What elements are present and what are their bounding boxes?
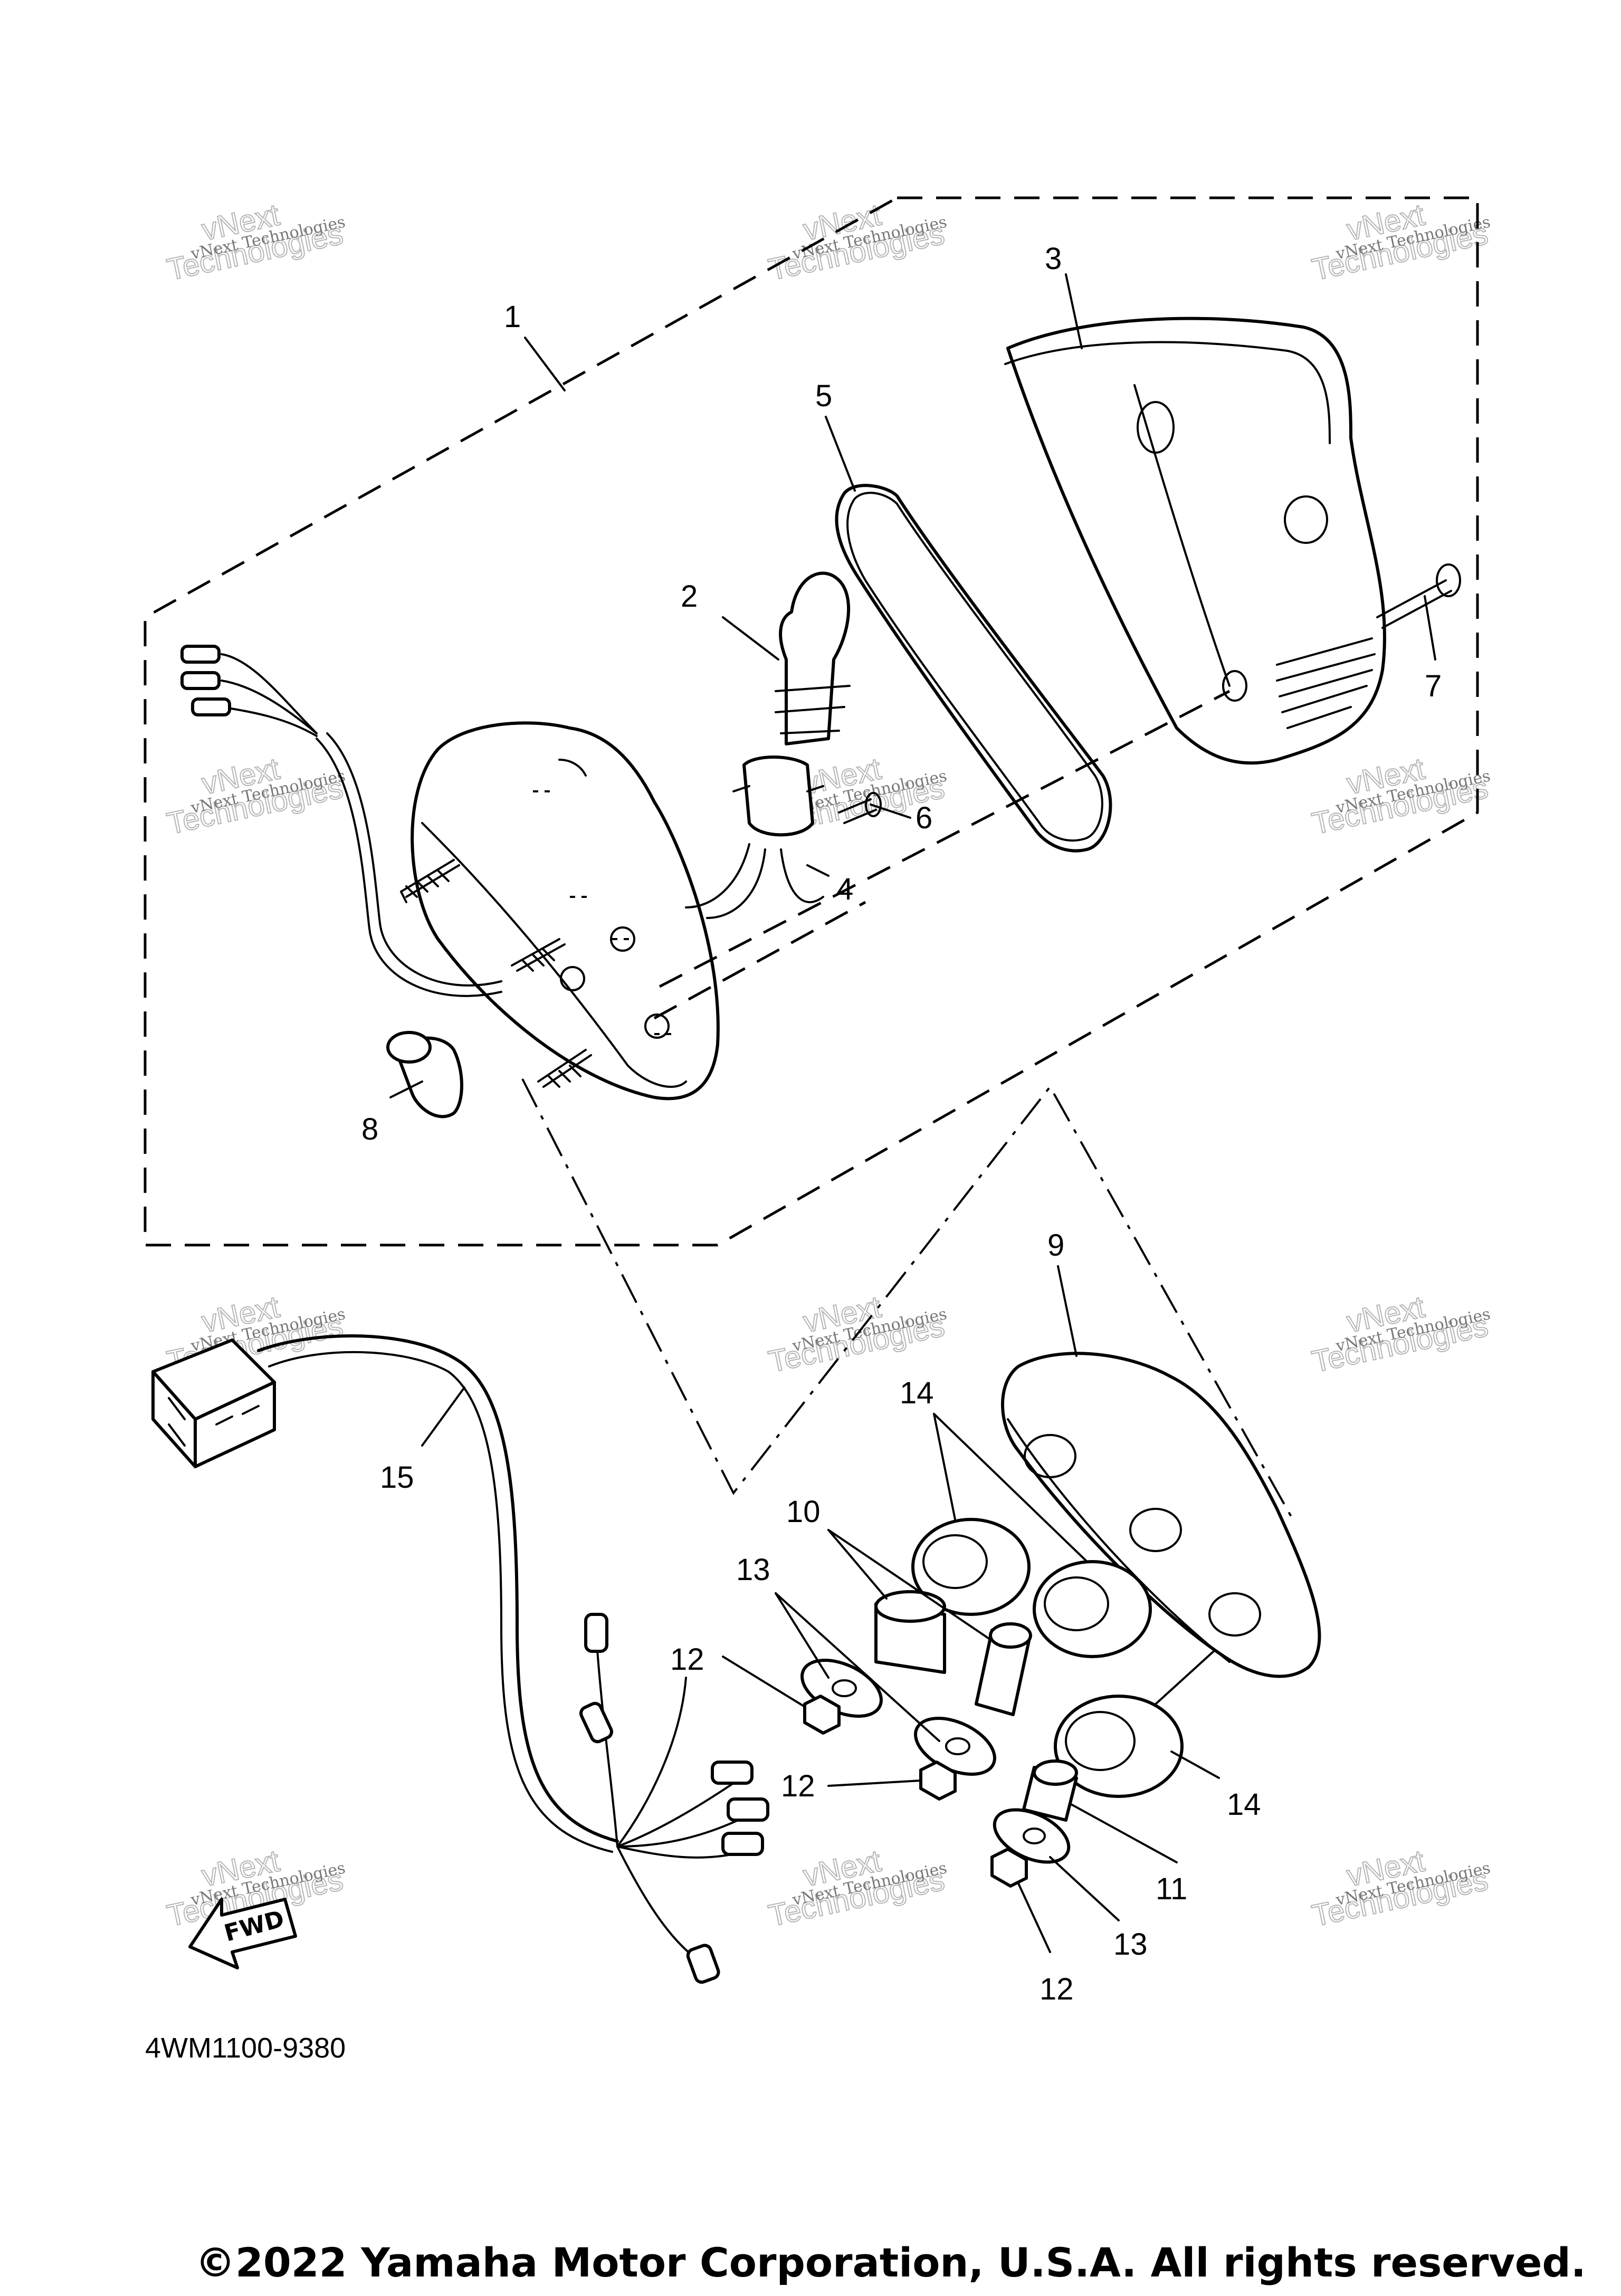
nut-part	[990, 1848, 1028, 1888]
gasket-inner	[846, 492, 1103, 842]
connector-part	[151, 1338, 276, 1468]
socket-part	[685, 755, 824, 919]
screw-part-6	[838, 792, 882, 824]
grommet-part	[386, 1031, 463, 1118]
watermark: Technologies vNext vNext Technologies	[1309, 197, 1492, 288]
callout-9: 9	[1047, 1228, 1064, 1262]
callout-10: 10	[786, 1495, 821, 1529]
watermark: Technologies vNext vNext Technologies	[1309, 1289, 1492, 1380]
assembly-boundary	[144, 196, 1479, 1247]
washer-part	[914, 1717, 996, 1776]
callouts: 1 2 3 4 5 6 7 8 9 10 11 12 12 12 13 13 1…	[361, 242, 1442, 2006]
lower-harness-part	[257, 1334, 769, 1984]
bushing-part	[1054, 1695, 1184, 1798]
watermark: Technologies vNext vNext Technologies	[765, 1843, 949, 1934]
housing-studs	[400, 859, 592, 1088]
callout-14-a: 14	[900, 1376, 934, 1410]
diagram-code: 4WM1100-9380	[145, 2032, 346, 2064]
bushing-part	[911, 1518, 1031, 1616]
watermark: Technologies vNext vNext Technologies	[164, 197, 347, 288]
copyright-notice: ©2022 Yamaha Motor Corporation, U.S.A. A…	[195, 2239, 1586, 2286]
callout-15: 15	[380, 1460, 414, 1495]
callout-11: 11	[1156, 1872, 1187, 1906]
gasket-part	[835, 484, 1112, 853]
base-part	[1001, 1352, 1321, 1678]
callout-7: 7	[1425, 669, 1442, 703]
callout-3: 3	[1045, 242, 1062, 276]
lens-guide-line	[653, 690, 1231, 1020]
callout-4: 4	[836, 872, 853, 906]
callout-6: 6	[916, 801, 932, 835]
watermark: Technologies vNext vNext Technologies	[164, 751, 347, 841]
callout-13-b: 13	[1113, 1927, 1148, 1962]
callout-12-a: 12	[670, 1642, 704, 1677]
assembly-guide-line	[521, 1078, 1294, 1520]
watermark: Technologies vNext vNext Technologies	[1309, 1843, 1492, 1934]
nut-part	[803, 1695, 841, 1735]
callout-5: 5	[815, 379, 832, 413]
bushing-part	[1033, 1560, 1152, 1658]
callout-2: 2	[681, 579, 698, 614]
housing-harness	[180, 645, 502, 997]
screw-part-7	[1376, 563, 1461, 629]
watermark: Technologies vNext vNext Technologies	[765, 197, 949, 288]
bulb-part	[775, 571, 851, 745]
housing-part	[411, 721, 720, 1101]
lens-part	[1004, 317, 1387, 765]
watermark: Technologies vNext vNext Technologies	[765, 1289, 949, 1380]
nut-part	[919, 1761, 957, 1801]
watermark: Technologies vNext vNext Technologies	[1309, 751, 1492, 841]
callout-1: 1	[504, 300, 521, 334]
callout-12-b: 12	[781, 1769, 815, 1803]
callout-12-c: 12	[1040, 1972, 1074, 2006]
collar-part	[1022, 1759, 1078, 1822]
callout-8: 8	[361, 1112, 378, 1146]
fwd-arrow-icon: FWD	[188, 1898, 297, 1969]
collar-part	[874, 1590, 946, 1674]
collar-part	[975, 1622, 1032, 1716]
leader-lines	[389, 273, 1436, 1953]
callout-14-b: 14	[1227, 1787, 1261, 1822]
callout-13-a: 13	[736, 1553, 770, 1587]
